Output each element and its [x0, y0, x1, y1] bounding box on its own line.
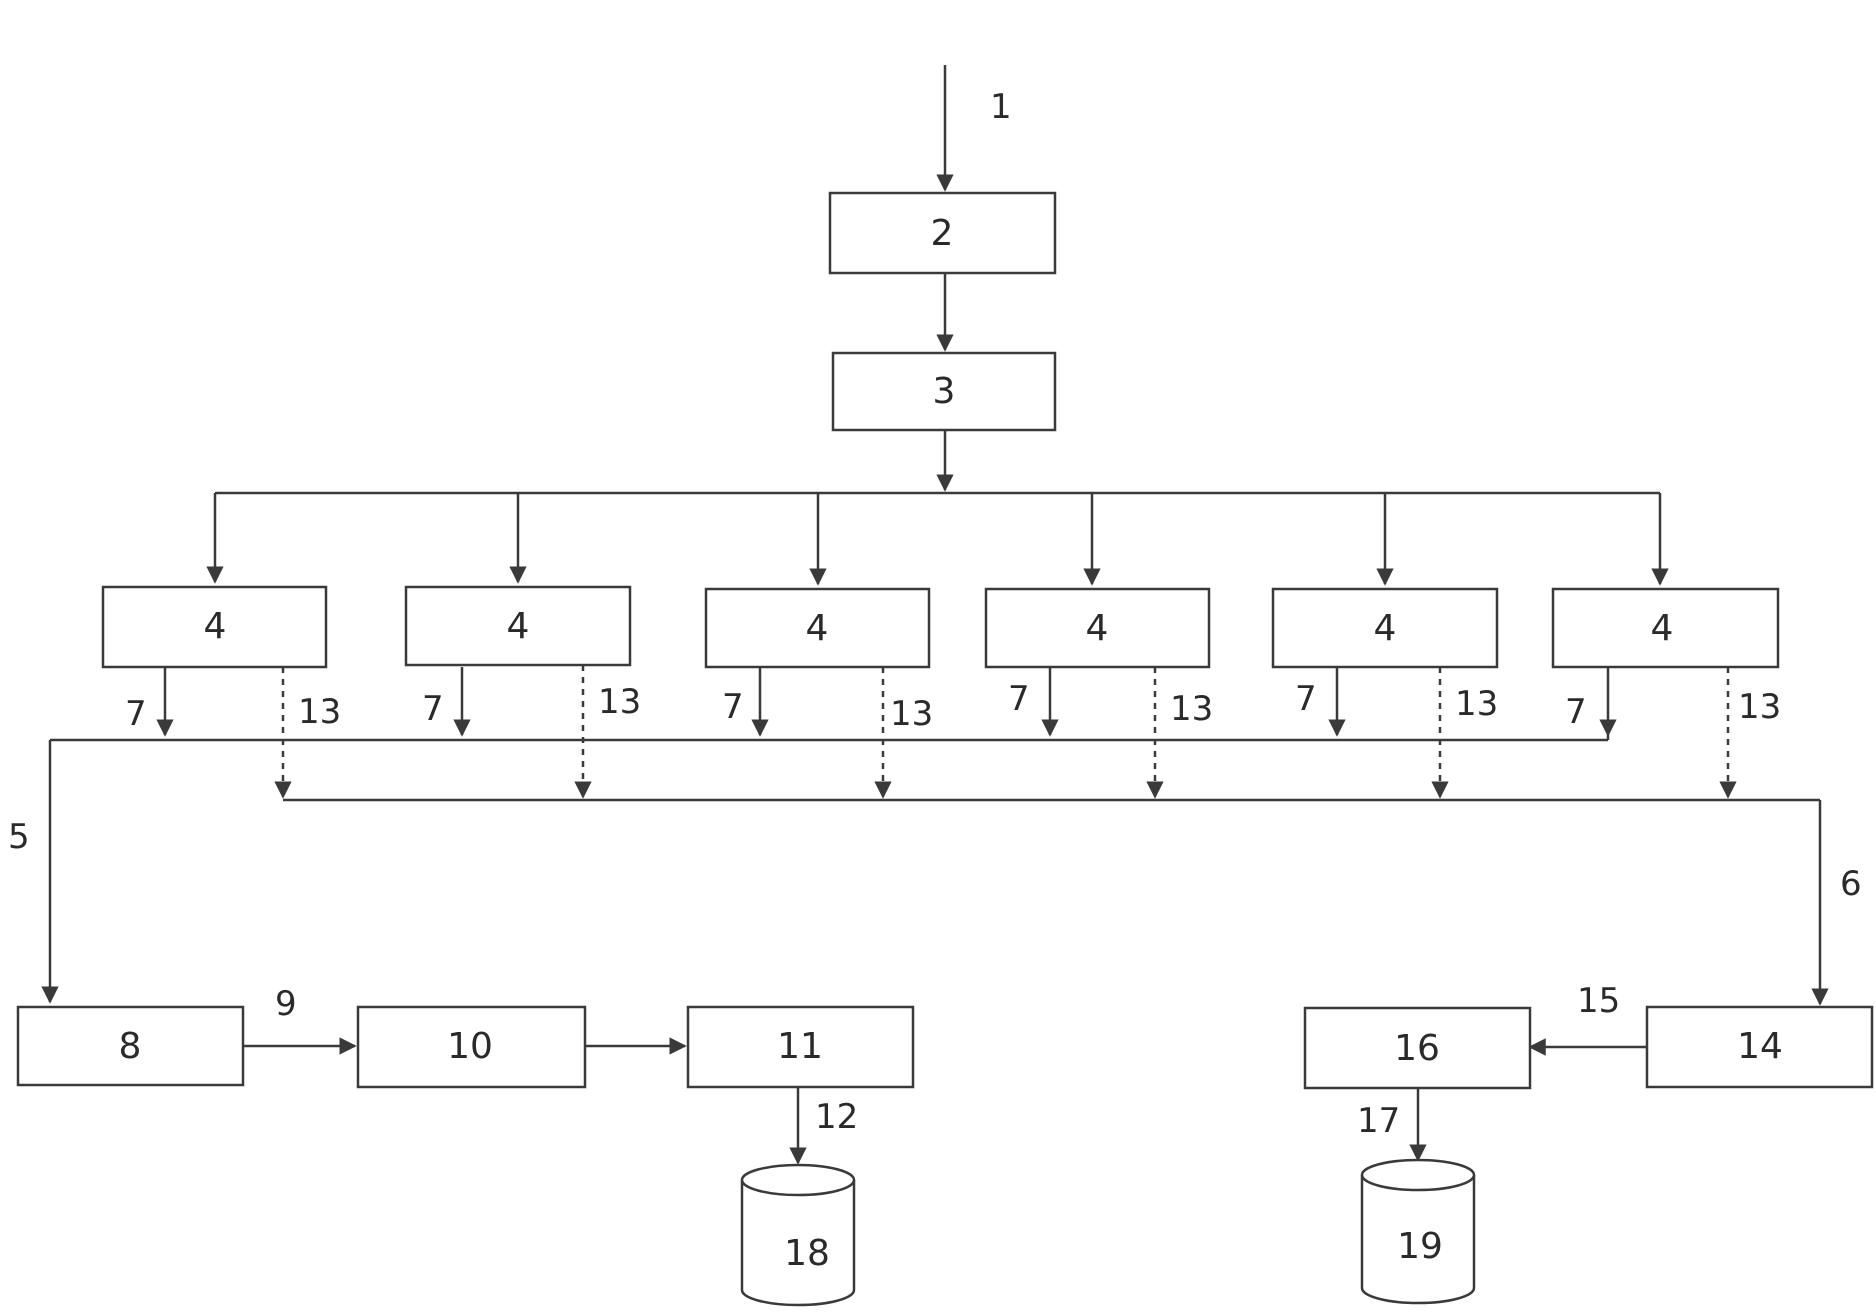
block-4: 4 — [1553, 589, 1778, 667]
label-17: 17 — [1357, 1101, 1400, 1141]
label-9: 9 — [275, 984, 297, 1024]
label-6: 6 — [1840, 864, 1862, 904]
svg-text:8: 8 — [119, 1026, 142, 1067]
label-7: 7 — [125, 694, 147, 734]
label-13: 13 — [298, 692, 341, 732]
svg-text:19: 19 — [1397, 1226, 1443, 1267]
svg-text:4: 4 — [204, 606, 227, 647]
block-3: 3 — [833, 353, 1055, 430]
label-7: 7 — [1295, 679, 1317, 719]
storage-19: 19 — [1362, 1160, 1474, 1303]
storage-18: 18 — [742, 1165, 854, 1305]
block-2: 2 — [830, 193, 1055, 273]
label-7: 7 — [722, 687, 744, 727]
block-8: 8 — [18, 1007, 243, 1085]
label-13: 13 — [1738, 687, 1781, 727]
svg-text:11: 11 — [777, 1026, 823, 1067]
svg-text:4: 4 — [806, 608, 829, 649]
svg-text:16: 16 — [1394, 1028, 1440, 1069]
label-13: 13 — [598, 682, 641, 722]
block-4: 4 — [986, 589, 1209, 667]
label-1: 1 — [990, 87, 1012, 127]
block-10: 10 — [358, 1007, 585, 1087]
label-13: 13 — [890, 694, 933, 734]
svg-text:4: 4 — [1374, 608, 1397, 649]
block-16: 16 — [1305, 1008, 1530, 1088]
svg-text:4: 4 — [1086, 608, 1109, 649]
block-4: 4 — [1273, 589, 1497, 667]
label-13: 13 — [1455, 684, 1498, 724]
label-5: 5 — [8, 817, 30, 857]
block-4: 4 — [103, 587, 326, 667]
svg-text:4: 4 — [507, 606, 530, 647]
svg-text:10: 10 — [447, 1026, 493, 1067]
svg-text:3: 3 — [933, 371, 956, 412]
label-12: 12 — [815, 1097, 858, 1137]
block-14: 14 — [1647, 1007, 1872, 1087]
label-13: 13 — [1170, 689, 1213, 729]
block-4: 4 — [706, 589, 929, 667]
svg-text:18: 18 — [784, 1233, 830, 1274]
block-11: 11 — [688, 1007, 913, 1087]
svg-text:14: 14 — [1737, 1026, 1783, 1067]
label-7: 7 — [422, 689, 444, 729]
label-15: 15 — [1577, 981, 1620, 1021]
block-4: 4 — [406, 587, 630, 665]
svg-text:4: 4 — [1651, 608, 1674, 649]
svg-text:2: 2 — [931, 213, 954, 254]
label-7: 7 — [1008, 679, 1030, 719]
label-7: 7 — [1565, 692, 1587, 732]
